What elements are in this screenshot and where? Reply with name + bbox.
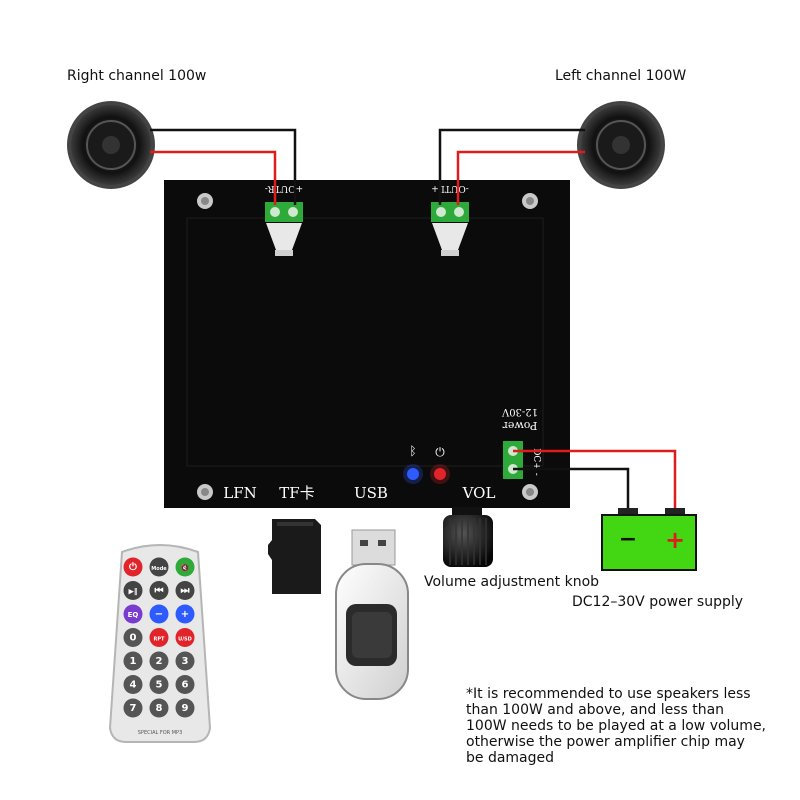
left-output-terminal [431, 202, 469, 256]
wiring [150, 128, 677, 515]
right-channel-label: Right channel 100w [67, 68, 207, 84]
voltage-silk: 12-30V [501, 406, 538, 417]
remote-button-label: ⏻ [129, 561, 137, 573]
remote-button [149, 557, 169, 577]
tf-card [268, 519, 321, 594]
remote-button-label: 5 [156, 680, 163, 691]
remote-button [175, 698, 195, 718]
remote-button-label: 🔇 [181, 563, 190, 572]
battery-plus: + [665, 526, 685, 554]
remote-button-label: ▶‖ [129, 588, 138, 597]
note-line: than 100W and above, and less than [466, 702, 725, 718]
right-output-silk: +OUTR- [265, 183, 303, 193]
remote-button-label: 6 [182, 680, 189, 691]
power-supply-label: DC12–30V power supply [572, 594, 744, 610]
remote-button [149, 581, 169, 600]
remote-button-label: ⏮ [155, 586, 164, 597]
power-input-terminal [503, 441, 523, 479]
vol-silk: VOL [462, 484, 496, 502]
bluetooth-led [407, 468, 419, 480]
remote-button [123, 628, 143, 647]
battery: − + [601, 508, 697, 571]
power-silk: Power [502, 419, 538, 432]
remote-button-label: 3 [182, 656, 189, 667]
remote-button [149, 675, 169, 694]
note-line: 100W needs to be played at a low volume, [466, 718, 767, 734]
remote-button [175, 557, 195, 577]
remote-button [123, 557, 143, 577]
remote-button-label: 9 [182, 703, 189, 714]
ir-remote: ⏻ Mode 🔇 ▶‖ ⏮ ⏭ EQ − +0 RPT U/SD 1 2 3 4 5 6 7 8 9 SPECIAL … [108, 544, 212, 743]
remote-button-label: − [155, 609, 163, 620]
remote-button [149, 628, 169, 647]
dc-in-silk: DC+ - [531, 448, 541, 476]
remote-button-label: + [181, 609, 189, 620]
left-output-silk: -OUTL+ [431, 183, 469, 193]
amplifier-board [164, 180, 570, 508]
tf-silk: TF卡 [279, 484, 314, 502]
remote-brand-text: SPECIAL FOR MP3 [138, 730, 183, 736]
remote-button [175, 604, 195, 624]
usb-flash-drive [335, 529, 409, 700]
left-channel-label: Left channel 100W [555, 68, 687, 84]
remote-button [123, 698, 143, 718]
power-led [434, 468, 446, 480]
remote-button-label: ⏭ [181, 586, 190, 597]
remote-button-label: 7 [130, 703, 137, 714]
volume-knob-label: Volume adjustment knob [424, 574, 600, 590]
battery-minus: − [619, 527, 637, 552]
bluetooth-icon: ᛒ [409, 444, 416, 458]
volume-knob [443, 507, 493, 567]
remote-button [149, 604, 169, 624]
remote-button-label: EQ [128, 611, 139, 619]
remote-button-label: 1 [130, 656, 137, 667]
remote-button [175, 675, 195, 694]
mounting-screws [197, 193, 538, 500]
note-line: *It is recommended to use speakers less [466, 686, 751, 702]
remote-button-label: Mode [151, 566, 167, 572]
lfn-silk: LFN [223, 484, 257, 502]
note-line: otherwise the power amplifier chip may [466, 734, 745, 750]
left-speaker [577, 101, 665, 189]
remote-button-label: U/SD [178, 637, 192, 643]
remote-button [175, 581, 195, 600]
remote-button [149, 651, 169, 671]
remote-button [123, 675, 143, 694]
remote-button [175, 628, 195, 647]
remote-button [123, 581, 143, 600]
power-symbol-icon: ⏻ [435, 445, 445, 459]
right-output-terminal [265, 202, 303, 256]
remote-button-label: RPT [154, 637, 166, 643]
remote-button [149, 698, 169, 718]
remote-button-label: 4 [130, 680, 137, 691]
right-speaker [67, 101, 155, 189]
warning-note: *It is recommended to use speakers less … [466, 686, 796, 766]
remote-button-label: 0 [130, 633, 137, 644]
remote-button [123, 604, 143, 624]
remote-button-label: 8 [156, 703, 163, 714]
remote-button [123, 651, 143, 671]
note-line: be damaged [466, 750, 555, 766]
remote-button-label: 2 [156, 656, 163, 667]
usb-silk: USB [354, 484, 388, 502]
remote-button [175, 651, 195, 671]
